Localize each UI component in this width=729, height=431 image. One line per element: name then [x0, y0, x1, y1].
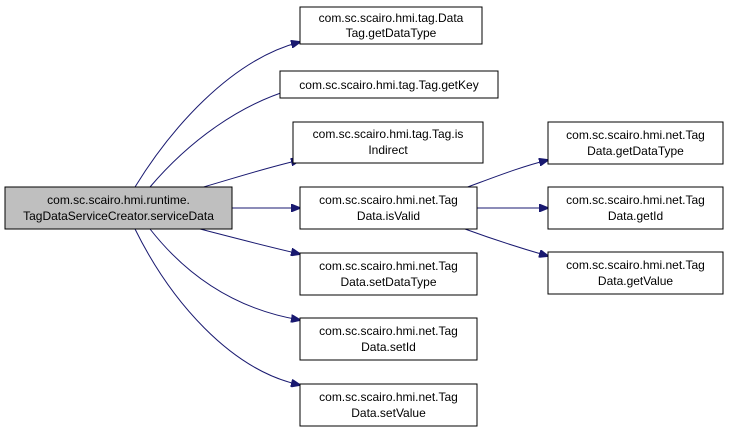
- node-tagdata-getDataType[interactable]: com.sc.scairo.hmi.net.Tag Data.getDataTy…: [547, 121, 724, 165]
- node-tagdata-getId-line1: com.sc.scairo.hmi.net.Tag: [566, 193, 705, 207]
- node-tagdata-setId-line1: com.sc.scairo.hmi.net.Tag: [319, 324, 458, 338]
- node-tagdata-getValue[interactable]: com.sc.scairo.hmi.net.Tag Data.getValue: [547, 251, 724, 295]
- node-tagdata-getValue-line1: com.sc.scairo.hmi.net.Tag: [566, 258, 705, 272]
- node-tagdata-setDataType[interactable]: com.sc.scairo.hmi.net.Tag Data.setDataTy…: [299, 252, 478, 296]
- node-tagdata-setValue[interactable]: com.sc.scairo.hmi.net.Tag Data.setValue: [299, 383, 478, 427]
- edge-root-to-getDataType: [134, 42, 300, 188]
- edge-isValid-to-getDataType: [464, 160, 548, 189]
- node-tagdata-setId[interactable]: com.sc.scairo.hmi.net.Tag Data.setId: [299, 317, 478, 361]
- edge-root-to-setId: [149, 228, 300, 320]
- node-tag-getKey[interactable]: com.sc.scairo.hmi.tag.Tag.getKey: [279, 70, 499, 99]
- node-root-line1: com.sc.scairo.hmi.runtime.: [47, 193, 190, 207]
- edge-root-to-setValue: [134, 228, 300, 385]
- node-tagdata-isValid-line1: com.sc.scairo.hmi.net.Tag: [319, 193, 458, 207]
- node-datatag-getDataType-line2: Tag.getDataType: [346, 26, 437, 40]
- node-tagdata-getDataType-line2: Data.getDataType: [587, 144, 684, 158]
- node-tag-isIndirect[interactable]: com.sc.scairo.hmi.tag.Tag.is Indirect: [292, 121, 484, 164]
- node-tagdata-isValid[interactable]: com.sc.scairo.hmi.net.Tag Data.isValid: [299, 186, 478, 230]
- node-tagdata-setDataType-line1: com.sc.scairo.hmi.net.Tag: [319, 259, 458, 273]
- node-root-line2: TagDataServiceCreator.serviceData: [23, 209, 214, 223]
- node-tagdata-isValid-line2: Data.isValid: [357, 209, 420, 223]
- node-tagdata-getDataType-line1: com.sc.scairo.hmi.net.Tag: [566, 128, 705, 142]
- node-tagdata-setValue-line2: Data.setValue: [351, 406, 426, 420]
- node-tag-isIndirect-line2: Indirect: [368, 143, 408, 157]
- node-tag-getKey-line1: com.sc.scairo.hmi.tag.Tag.getKey: [299, 78, 478, 92]
- node-datatag-getDataType[interactable]: com.sc.scairo.hmi.tag.Data Tag.getDataTy…: [299, 6, 483, 45]
- node-tagdata-getId-line2: Data.getId: [608, 209, 663, 223]
- node-tagdata-getValue-line2: Data.getValue: [598, 274, 673, 288]
- node-datatag-getDataType-line1: com.sc.scairo.hmi.tag.Data: [319, 11, 464, 25]
- edge-isValid-to-getValue: [464, 228, 548, 256]
- node-root[interactable]: com.sc.scairo.hmi.runtime. TagDataServic…: [4, 186, 233, 230]
- node-tagdata-setValue-line1: com.sc.scairo.hmi.net.Tag: [319, 390, 458, 404]
- node-tagdata-setDataType-line2: Data.setDataType: [340, 275, 436, 289]
- edge-root-to-getKey: [149, 90, 290, 188]
- edge-root-to-isIndirect: [199, 160, 300, 189]
- node-tag-isIndirect-line1: com.sc.scairo.hmi.tag.Tag.is: [313, 127, 464, 141]
- node-tagdata-setId-line2: Data.setId: [361, 340, 416, 354]
- node-tagdata-getId[interactable]: com.sc.scairo.hmi.net.Tag Data.getId: [547, 186, 724, 230]
- edge-root-to-setDataType: [199, 228, 300, 254]
